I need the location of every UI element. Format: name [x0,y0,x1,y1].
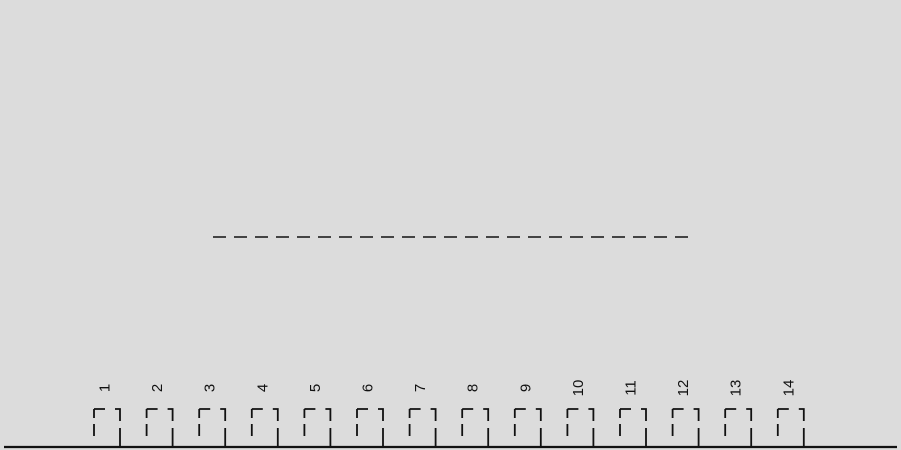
slot-9: 9 [513,384,542,447]
slot-bracket [145,408,174,447]
slot-label: 3 [202,384,219,392]
slot-label: 13 [728,380,745,397]
slot-bracket [303,408,332,447]
slot-label: 2 [149,384,166,392]
slot-bracket [566,408,595,447]
slot-2: 2 [145,384,174,447]
slot-4: 4 [250,384,279,447]
slot-6: 6 [356,384,384,447]
slot-10: 10 [566,380,595,447]
slot-13: 13 [724,380,753,447]
slot-label: 4 [254,384,271,392]
slot-bracket [724,408,753,447]
slot-label: 14 [780,380,797,397]
slot-1: 1 [93,384,121,447]
slot-11: 11 [619,380,647,447]
slot-14: 14 [776,380,805,447]
slot-bracket [619,408,647,447]
slot-7: 7 [408,384,437,447]
slot-label: 9 [517,384,534,392]
slot-bracket [93,408,121,447]
slot-bracket [513,408,542,447]
slot-12: 12 [671,380,700,447]
slot-5: 5 [303,384,332,447]
slot-label: 8 [465,384,482,392]
slot-label: 6 [360,384,377,392]
slot-3: 3 [198,384,227,447]
slot-label: 1 [97,384,114,392]
slot-label: 10 [570,380,587,397]
slot-label: 11 [623,380,640,396]
slot-bracket [356,408,384,447]
slot-bracket [671,408,700,447]
slot-bracket [250,408,279,447]
slot-bracket [461,408,490,447]
slot-bracket [776,408,805,447]
slot-bracket [408,408,437,447]
slot-bracket [198,408,227,447]
slot-label: 7 [412,384,429,392]
slot-label: 5 [307,384,324,392]
slot-label: 12 [675,380,692,397]
slot-8: 8 [461,384,490,447]
